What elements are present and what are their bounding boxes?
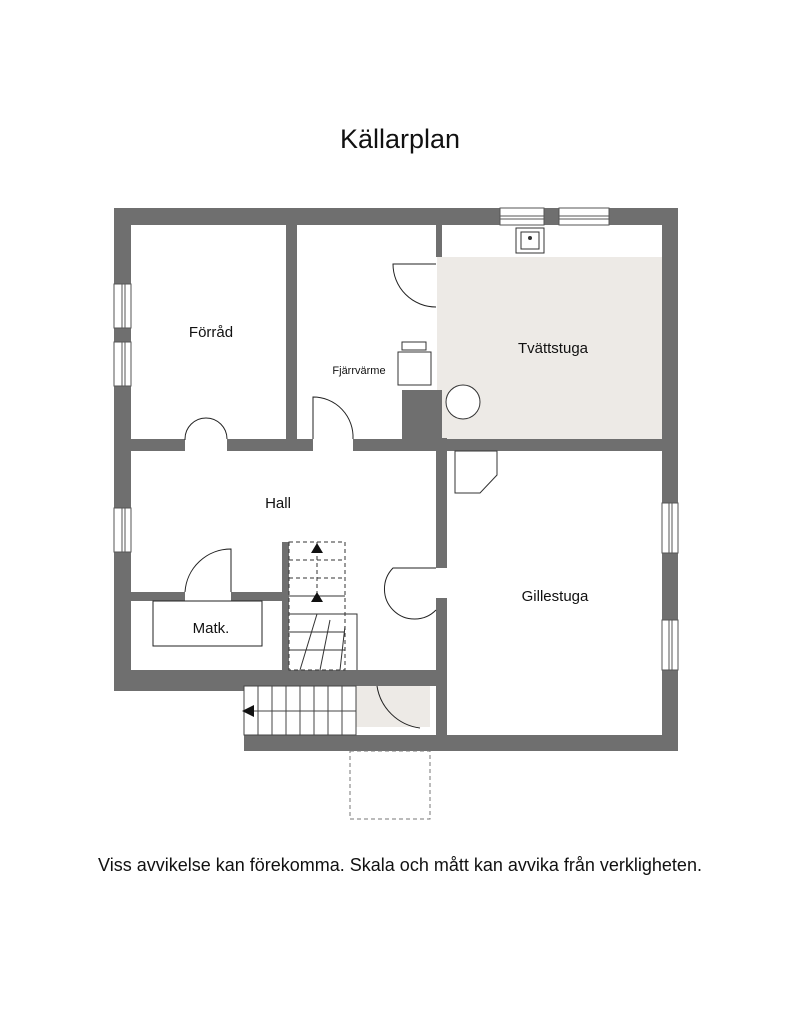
door-entry [376,685,421,729]
entry-stairs-arrow [242,705,254,717]
plan-title: Källarplan [339,124,461,154]
exterior-path [349,750,431,820]
door-gillestuga [383,567,437,620]
door-matk [184,548,232,593]
chimney-block [454,450,498,494]
windows [113,207,679,671]
room-label-hall: Hall [265,495,291,512]
matk-cupboard [152,600,263,647]
door-laundry [392,263,437,308]
disclaimer-text: Viss avvikelse kan förekomma. Skala och … [98,855,702,875]
entry-landing-floor [356,686,430,727]
room-label-gillestuga: Gillestuga [522,588,589,605]
window-right-2 [661,619,679,671]
room-label-fjarrvarme: Fjärrvärme [332,365,385,377]
stair-arrows [311,543,323,602]
door-forrad [184,417,228,440]
washing-machine-icon [445,384,481,420]
window-right-1 [661,502,679,554]
entry-stairs [243,685,357,736]
doors [184,263,437,729]
walls [114,208,678,751]
door-fjarrvarme [312,396,354,440]
room-label-tvattstuga: Tvättstuga [518,340,589,357]
interior-stairs [288,541,358,671]
room-label-matk: Matk. [193,620,230,637]
district-heating-unit [397,351,432,386]
room-label-forrad: Förråd [189,324,233,341]
